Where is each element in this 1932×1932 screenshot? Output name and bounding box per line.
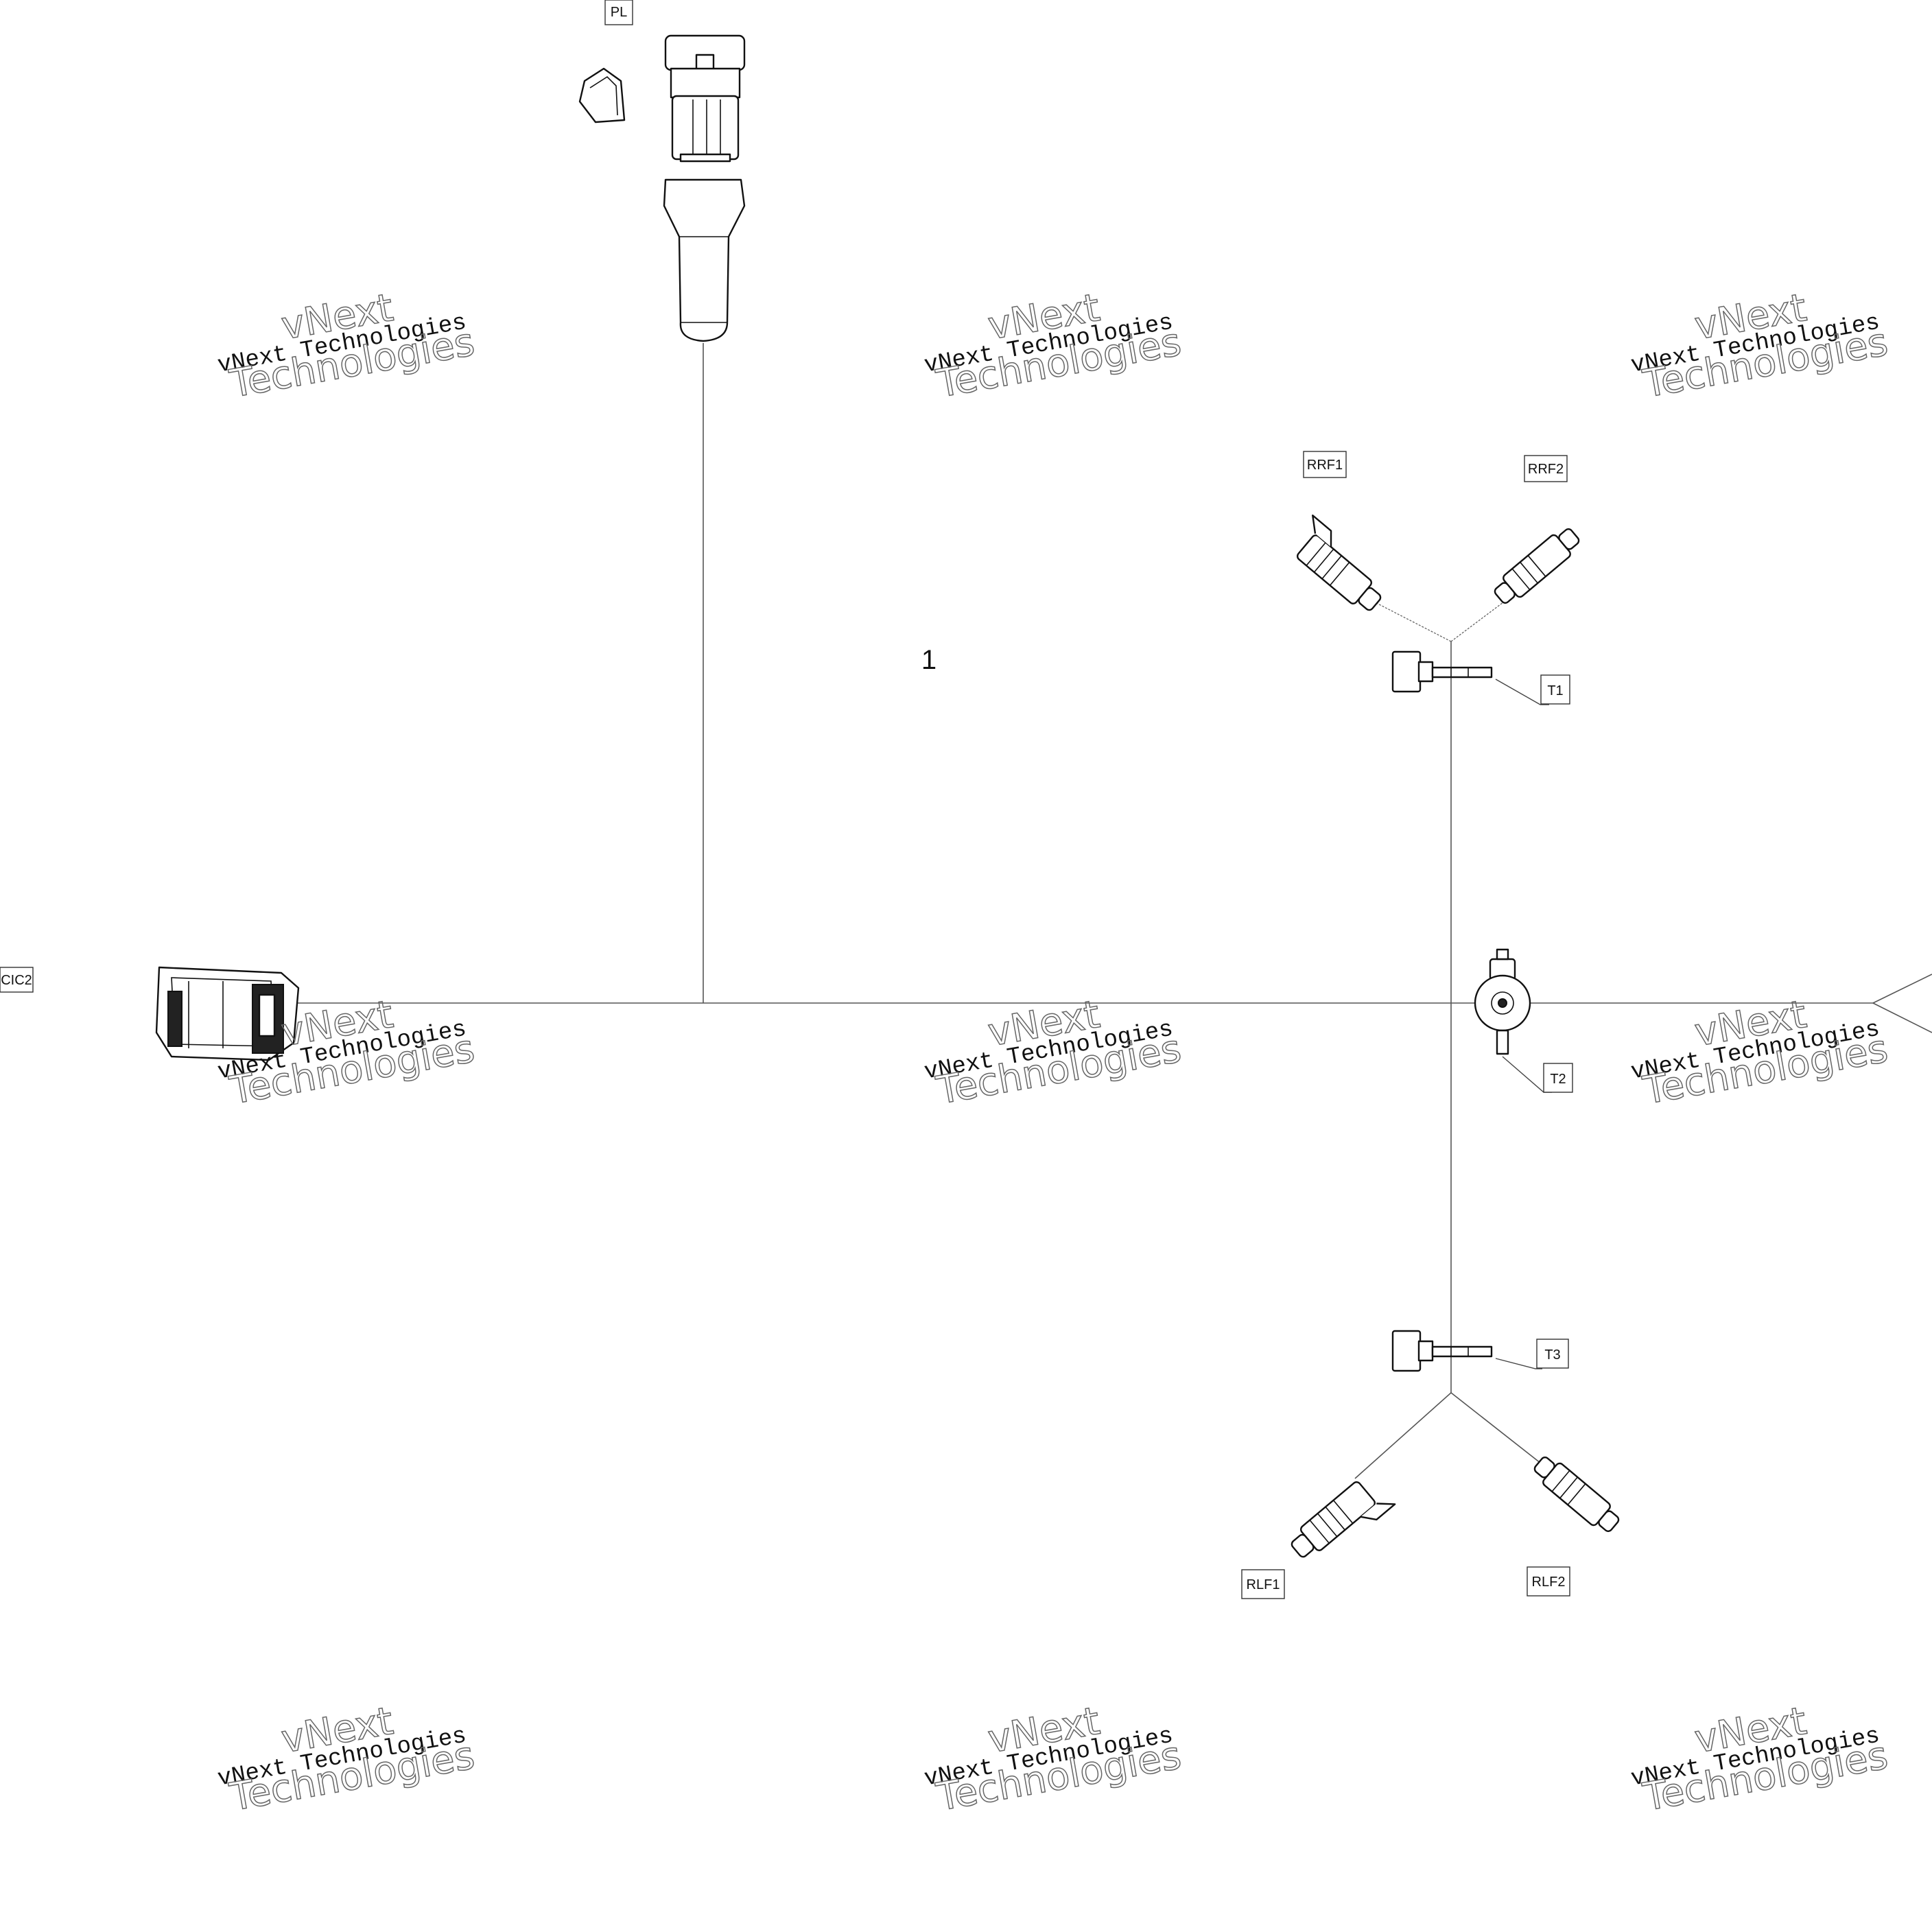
cic2-connector[interactable] <box>155 966 300 1061</box>
item-number: 1 <box>921 645 936 675</box>
watermark: vNext vNext Technologies Technologies <box>1629 1698 1892 1820</box>
t2-terminal[interactable] <box>1474 948 1531 1055</box>
label-t2: T2 <box>1550 1072 1566 1087</box>
label-rrf2: RRF2 <box>1528 462 1564 477</box>
label-pl: PL <box>611 5 627 20</box>
pl-connector[interactable] <box>663 34 746 342</box>
watermark-grid: vNext vNext Technologies Technologies vN… <box>215 285 1892 1820</box>
pl-clip <box>578 67 626 123</box>
rlf1-connector[interactable] <box>1286 1472 1396 1572</box>
label-t1: T1 <box>1547 683 1563 698</box>
harness-wires <box>288 343 1932 1479</box>
watermark: vNext vNext Technologies Technologies <box>922 1698 1185 1820</box>
watermark: vNext vNext Technologies Technologies <box>1629 285 1892 407</box>
label-cic2: CIC2 <box>1 973 32 988</box>
rrf1-connector[interactable] <box>1285 514 1393 615</box>
label-rlf2: RLF2 <box>1532 1575 1566 1590</box>
watermark: vNext vNext Technologies Technologies <box>215 285 478 407</box>
rrf2-connector[interactable] <box>1490 523 1583 608</box>
rlf2-connector[interactable] <box>1530 1452 1623 1536</box>
label-t3: T3 <box>1544 1347 1560 1363</box>
label-rrf1: RRF1 <box>1307 458 1343 473</box>
t3-terminal[interactable] <box>1391 1330 1493 1372</box>
watermark: vNext vNext Technologies Technologies <box>215 1698 478 1820</box>
label-rlf1: RLF1 <box>1247 1577 1280 1592</box>
watermark: vNext vNext Technologies Technologies <box>1629 991 1892 1114</box>
t1-terminal[interactable] <box>1391 650 1493 693</box>
watermark: vNext vNext Technologies Technologies <box>922 991 1185 1114</box>
watermark: vNext vNext Technologies Technologies <box>922 285 1185 407</box>
